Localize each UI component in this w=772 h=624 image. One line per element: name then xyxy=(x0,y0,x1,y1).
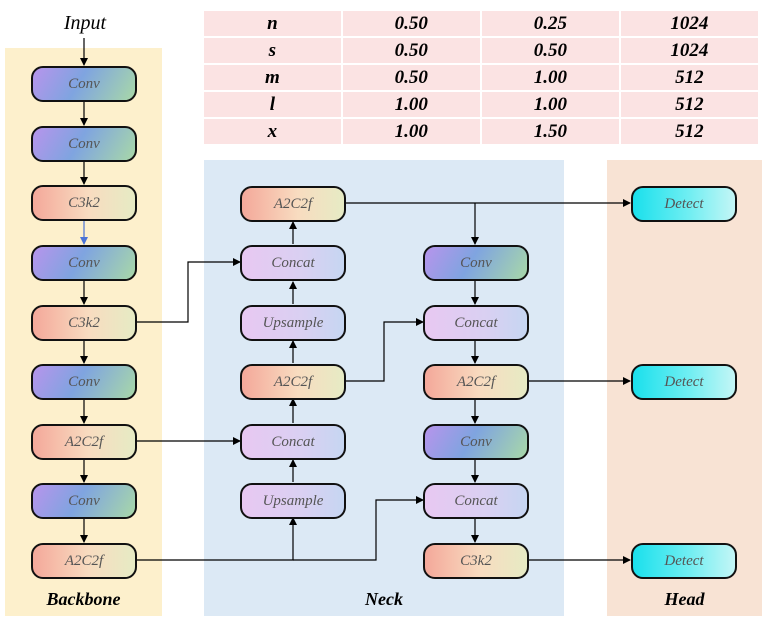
table-cell: 1.00 xyxy=(341,91,482,119)
neck-concat-node: Concat xyxy=(240,245,346,281)
head-detect-node: Detect xyxy=(631,364,737,400)
neck-a2c2f-node: A2C2f xyxy=(423,364,529,400)
table-cell: 0.50 xyxy=(480,37,621,65)
backbone-a2c2f-node: A2C2f xyxy=(31,543,137,579)
table-cell: 0.25 xyxy=(480,11,621,38)
head-detect-node: Detect xyxy=(631,543,737,579)
neck-a2c2f-node: A2C2f xyxy=(240,186,346,222)
neck-conv-node: Conv xyxy=(423,245,529,281)
arrow-bb-a2c2f-concat-lower xyxy=(293,496,424,561)
input-label: Input xyxy=(63,12,107,34)
table-cell: l xyxy=(204,91,343,119)
backbone-conv-node: Conv xyxy=(31,245,137,281)
table-cell: n xyxy=(204,11,343,38)
backbone-conv-node: Conv xyxy=(31,364,137,400)
arrow-a2c2f-upsample xyxy=(137,517,297,561)
table-cell: 0.50 xyxy=(341,11,482,38)
head-detect-node: Detect xyxy=(631,186,737,222)
table-cell: x xyxy=(204,118,343,146)
table-cell: 0.50 xyxy=(341,37,482,65)
scale-table: n 0.50 0.25 1024 s 0.50 0.50 1024 m 0.50… xyxy=(204,11,761,146)
backbone-c3k2-node: C3k2 xyxy=(31,185,137,221)
table-cell: 0.50 xyxy=(341,64,482,92)
table-row: s 0.50 0.50 1024 xyxy=(204,37,761,65)
neck-upsample-node: Upsample xyxy=(240,305,346,341)
backbone-conv-node: Conv xyxy=(31,483,137,519)
table-cell: m xyxy=(204,64,343,92)
neck-concat-node: Concat xyxy=(240,424,346,460)
neck-concat-node: Concat xyxy=(423,305,529,341)
neck-conv-node: Conv xyxy=(423,424,529,460)
arrow-c3k2-concat xyxy=(137,258,241,323)
head-label: Head xyxy=(664,589,705,609)
backbone-label: Backbone xyxy=(46,589,121,609)
table-cell: 1024 xyxy=(619,37,761,65)
table-cell: 512 xyxy=(619,91,761,119)
table-cell: 1.50 xyxy=(480,118,621,146)
backbone-c3k2-node: C3k2 xyxy=(31,305,137,341)
table-cell: 1024 xyxy=(619,11,761,38)
table-row: l 1.00 1.00 512 xyxy=(204,91,761,119)
neck-a2c2f-node: A2C2f xyxy=(240,364,346,400)
table-cell: 512 xyxy=(619,118,761,146)
table-cell: 1.00 xyxy=(480,91,621,119)
arrow-mid-a2c2f-concat xyxy=(346,318,424,382)
neck-upsample-node: Upsample xyxy=(240,483,346,519)
table-cell: s xyxy=(204,37,343,65)
backbone-conv-node: Conv xyxy=(31,126,137,162)
table-row: n 0.50 0.25 1024 xyxy=(204,11,761,38)
table-cell: 1.00 xyxy=(480,64,621,92)
neck-c3k2-node: C3k2 xyxy=(423,543,529,579)
table-cell: 512 xyxy=(619,64,761,92)
neck-label: Neck xyxy=(365,589,403,609)
table-cell: 1.00 xyxy=(341,118,482,146)
backbone-a2c2f-node: A2C2f xyxy=(31,424,137,460)
backbone-conv-node: Conv xyxy=(31,66,137,102)
neck-concat-node: Concat xyxy=(423,483,529,519)
table-row: x 1.00 1.50 512 xyxy=(204,118,761,146)
table-row: m 0.50 1.00 512 xyxy=(204,64,761,92)
